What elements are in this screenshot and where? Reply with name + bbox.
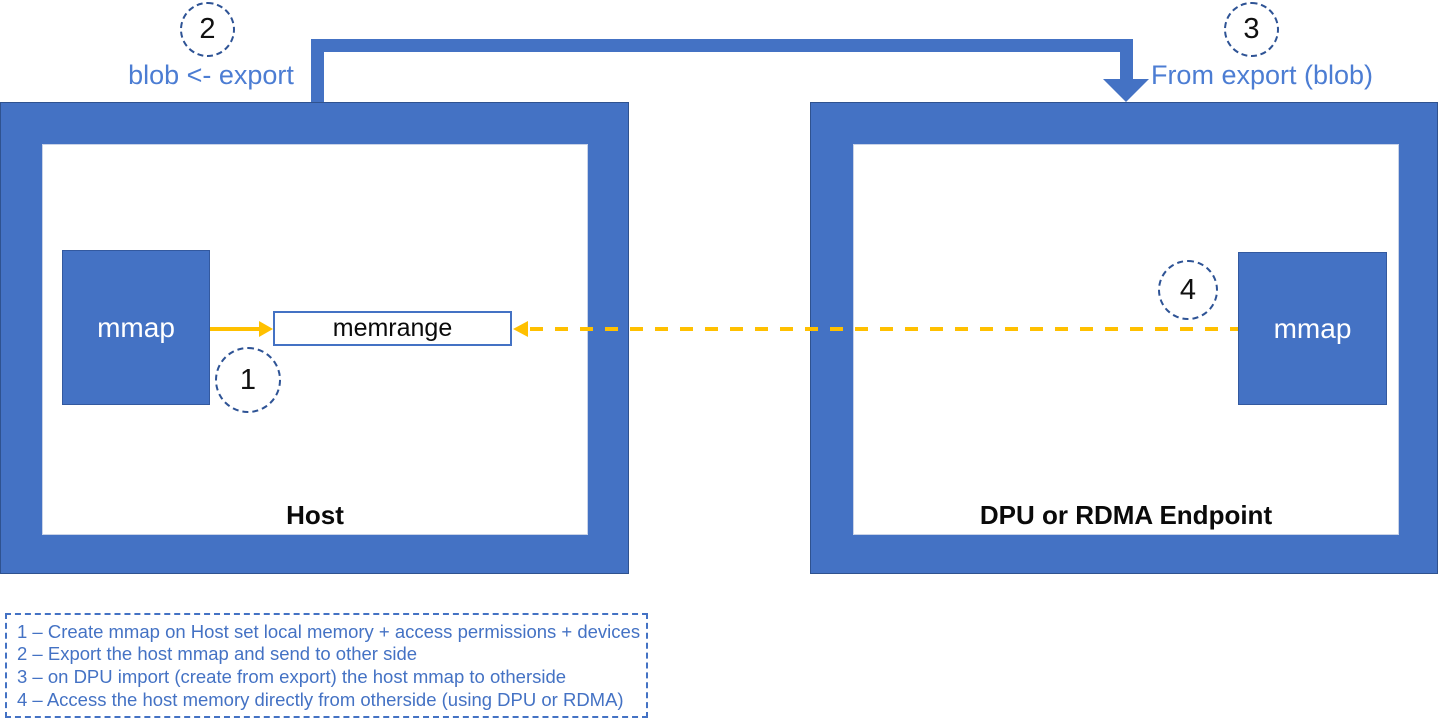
legend-box: 1 – Create mmap on Host set local memory… xyxy=(5,613,648,718)
export-connector-horizontal xyxy=(311,39,1133,52)
memrange-box: memrange xyxy=(273,311,512,346)
export-connector-vertical-right xyxy=(1120,39,1133,80)
host-title: Host xyxy=(286,500,344,530)
mmap-to-memrange-arrow xyxy=(210,327,260,331)
callout-circle-2: 2 xyxy=(180,2,235,57)
callout-circle-1: 1 xyxy=(215,347,281,413)
host-mmap-box: mmap xyxy=(62,250,210,405)
callout-circle-4: 4 xyxy=(1158,260,1218,320)
legend-item-3: 3 – on DPU import (create from export) t… xyxy=(17,666,567,688)
legend-item-4: 4 – Access the host memory directly from… xyxy=(17,688,624,710)
legend-item-2: 2 – Export the host mmap and send to oth… xyxy=(17,643,418,665)
dpu-mmap-to-memrange-dashed-arrow xyxy=(530,327,1238,331)
callout-circle-3: 3 xyxy=(1224,2,1279,57)
dpu-mmap-box: mmap xyxy=(1238,252,1387,405)
from-export-step-label: From export (blob) xyxy=(1150,60,1374,90)
legend-item-1: 1 – Create mmap on Host set local memory… xyxy=(17,620,641,642)
dpu-box: DPU or RDMA Endpoint xyxy=(810,102,1438,574)
dpu-title: DPU or RDMA Endpoint xyxy=(979,500,1273,530)
export-step-label: blob <- export xyxy=(128,60,294,90)
export-connector-vertical-left xyxy=(311,39,324,102)
dpu-mmap-to-memrange-arrowhead-icon xyxy=(513,321,528,337)
mmap-to-memrange-arrowhead-icon xyxy=(259,321,273,337)
export-connector-arrowhead-icon xyxy=(1103,79,1149,102)
